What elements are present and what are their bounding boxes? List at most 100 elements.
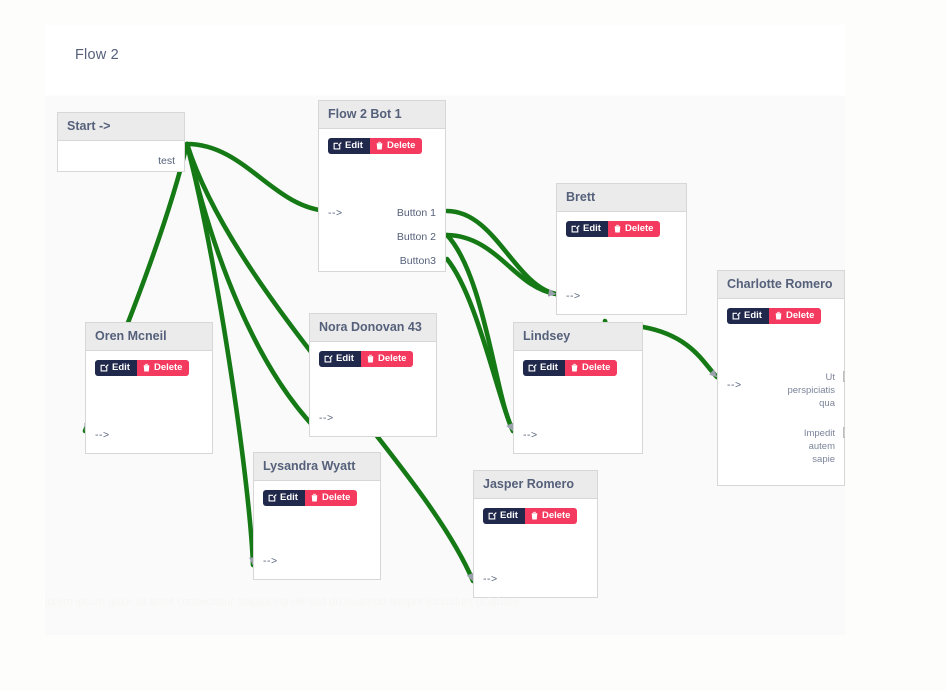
node-action-buttons: Edit Delete [727,308,822,324]
node-title: Brett [557,184,686,212]
edge-button2-to-lindsey [444,232,516,434]
node-lysandra-wyatt[interactable]: Lysandra Wyatt Edit Delete [253,452,381,580]
edge-lindsey-to-charlotte [640,324,720,380]
node-title: Lysandra Wyatt [254,453,380,481]
node-title: Nora Donovan 43 [310,314,436,342]
node-body: Edit Delete --> [254,481,380,580]
edit-button[interactable]: Edit [727,308,769,324]
node-jasper-romero[interactable]: Jasper Romero Edit Delete [473,470,598,598]
delete-button-label: Delete [386,140,416,151]
edge-button1-to-brett [444,208,559,297]
delete-button-label: Delete [541,510,571,521]
node-oren-mcneil[interactable]: Oren Mcneil Edit Delete [85,322,213,454]
node-body: test [58,141,184,172]
edit-button[interactable]: Edit [483,508,525,524]
output-handle-1[interactable] [843,371,845,382]
delete-button[interactable]: Delete [360,351,414,367]
edit-button[interactable]: Edit [319,351,361,367]
output-port-test[interactable]: test [158,155,175,167]
input-port[interactable]: --> [319,412,334,424]
input-port[interactable]: --> [483,573,498,585]
delete-button[interactable]: Delete [369,138,423,154]
node-body: Edit Delete --> [474,499,597,598]
trash-icon [366,354,375,363]
trash-icon [530,511,539,520]
message-line: autem [808,441,835,452]
edit-button[interactable]: Edit [95,360,137,376]
output-port-button-1[interactable]: Button 1 [396,207,436,219]
input-port[interactable]: --> [523,429,538,441]
edit-button[interactable]: Edit [328,138,370,154]
delete-button[interactable]: Delete [564,360,618,376]
node-nora-donovan-43[interactable]: Nora Donovan 43 Edit Delete [309,313,437,437]
edit-button[interactable]: Edit [566,221,608,237]
node-flow-2-bot-1[interactable]: Flow 2 Bot 1 Edit [318,100,446,272]
pencil-square-icon [571,224,580,233]
output-port-button-2[interactable]: Button 2 [396,231,436,243]
message-block-2: Impedit autem sapie [804,427,835,466]
message-line: qua [819,398,835,409]
node-brett[interactable]: Brett Edit Delete [556,183,687,315]
node-action-buttons: Edit Delete [319,351,414,367]
delete-button-label: Delete [785,310,815,321]
node-action-buttons: Edit Delete [263,490,358,506]
node-action-buttons: Edit Delete [328,138,423,154]
input-port[interactable]: --> [566,290,581,302]
message-block-1: Ut perspiciatis qua [787,371,835,410]
edit-button-label: Edit [345,140,363,151]
edge-start-to-bot1 [184,141,331,215]
trash-icon [613,224,622,233]
input-port[interactable]: --> [727,379,742,391]
input-port[interactable]: --> [263,555,278,567]
node-action-buttons: Edit Delete [483,508,578,524]
edit-button-label: Edit [744,310,762,321]
edit-button-label: Edit [500,510,518,521]
delete-button[interactable]: Delete [524,508,578,524]
delete-button-label: Delete [581,362,611,373]
delete-button-label: Delete [377,353,407,364]
flow-canvas[interactable]: Start -> test Flow 2 Bot 1 [45,96,845,635]
node-body: Edit Delete --> [310,342,436,437]
edit-button[interactable]: Edit [523,360,565,376]
pencil-square-icon [333,141,342,150]
page-title: Flow 2 [75,47,119,63]
flow-header-panel: Flow 2 [45,25,845,95]
edit-button-label: Edit [112,362,130,373]
delete-button-label: Delete [624,223,654,234]
edit-button-label: Edit [280,492,298,503]
node-action-buttons: Edit Delete [523,360,618,376]
node-title: Oren Mcneil [86,323,212,351]
node-body: Edit Delete --> [557,212,686,315]
node-body: Edit Delete --> [514,351,642,454]
delete-button[interactable]: Delete [136,360,190,376]
node-title: Jasper Romero [474,471,597,499]
node-lindsey[interactable]: Lindsey Edit Delete [513,322,643,454]
input-port[interactable]: --> [95,429,110,441]
delete-button[interactable]: Delete [768,308,822,324]
message-line: Ut [825,372,836,383]
node-body: Edit Delete --> Ut perspiciatis qua [718,299,845,486]
node-charlotte-romero[interactable]: Charlotte Romero Edit Delete [717,270,845,486]
delete-button-label: Delete [321,492,351,503]
message-line: Impedit [803,428,835,439]
delete-button-label: Delete [153,362,183,373]
message-line: sapie [812,454,835,465]
edit-button[interactable]: Edit [263,490,305,506]
pencil-square-icon [488,511,497,520]
trash-icon [570,363,579,372]
node-action-buttons: Edit Delete [95,360,190,376]
delete-button[interactable]: Delete [607,221,661,237]
edit-button-label: Edit [336,353,354,364]
node-start[interactable]: Start -> test [57,112,185,172]
node-title: Lindsey [514,323,642,351]
pencil-square-icon [324,354,333,363]
delete-button[interactable]: Delete [304,490,358,506]
output-handle-2[interactable] [843,427,845,438]
node-action-buttons: Edit Delete [566,221,661,237]
trash-icon [310,493,319,502]
output-port-button-3[interactable]: Button3 [399,255,436,267]
ghost-text: lorem ipsum dolor sit amet consectetur a… [45,596,519,608]
trash-icon [142,363,151,372]
input-port[interactable]: --> [328,207,343,219]
